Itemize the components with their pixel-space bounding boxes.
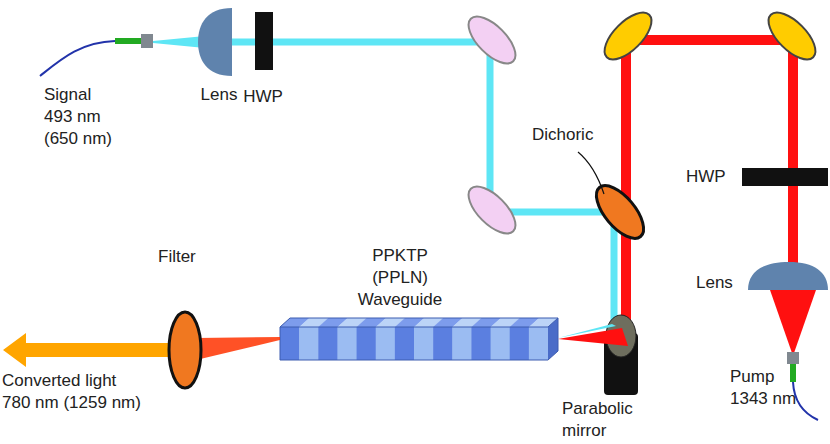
waveguide-outline [280, 318, 558, 360]
signal-fiber [40, 41, 115, 76]
pump-hwp [742, 168, 828, 186]
waveguide-segment [337, 327, 357, 360]
waveguide-segment [471, 327, 491, 360]
waveguide-segment [433, 327, 453, 360]
signal-hwp [255, 12, 273, 70]
hwp-label: HWP [686, 166, 738, 188]
hwp-label: HWP [238, 86, 288, 108]
waveguide-label: PPKTP (PPLN) Waveguide [350, 245, 450, 311]
pump-mirror [597, 5, 659, 67]
fiber-jacket [790, 364, 796, 382]
pump-lens [748, 262, 828, 290]
signal-lens [198, 8, 232, 76]
fiber-connector [787, 352, 799, 364]
fiber-jacket [115, 38, 141, 44]
waveguide-segment [299, 327, 319, 360]
dichroic-label: Dichoric [532, 124, 612, 146]
filter-label: Filter [158, 246, 214, 268]
focus-beam [558, 328, 628, 346]
lens-label: Lens [696, 272, 742, 294]
waveguide-segment [414, 327, 434, 360]
pump-label: Pump 1343 nm [730, 366, 808, 410]
mirror-label: Parabolic mirror [562, 398, 652, 442]
waveguide-segment [318, 327, 338, 360]
waveguide-segment [357, 327, 377, 360]
lens-label: Lens [196, 84, 242, 106]
waveguide-segment [280, 327, 300, 360]
pump-beam-cone [770, 290, 816, 353]
fiber-connector [141, 34, 153, 48]
waveguide-segment [529, 327, 549, 360]
dichroic-mirror [588, 178, 652, 246]
waveguide-segment [452, 327, 472, 360]
waveguide-end [548, 318, 558, 360]
leader-line [578, 152, 604, 194]
signal-beam [230, 42, 614, 330]
output-beam [196, 337, 280, 360]
signal-mirror [461, 9, 523, 71]
waveguide [280, 318, 559, 360]
output-arrow [3, 333, 170, 367]
signal-label: Signal 493 nm (650 nm) [44, 84, 122, 150]
pump-mirror [761, 5, 823, 67]
signal-mirror [461, 179, 523, 241]
signal-beam-cone [153, 36, 205, 48]
output-label: Converted light 780 nm (1259 nm) [2, 370, 144, 414]
waveguide-segment [376, 327, 396, 360]
pump-fiber [793, 382, 818, 420]
waveguide-segment [510, 327, 530, 360]
waveguide-segment [491, 327, 511, 360]
filter [169, 312, 201, 388]
waveguide-segment [395, 327, 415, 360]
